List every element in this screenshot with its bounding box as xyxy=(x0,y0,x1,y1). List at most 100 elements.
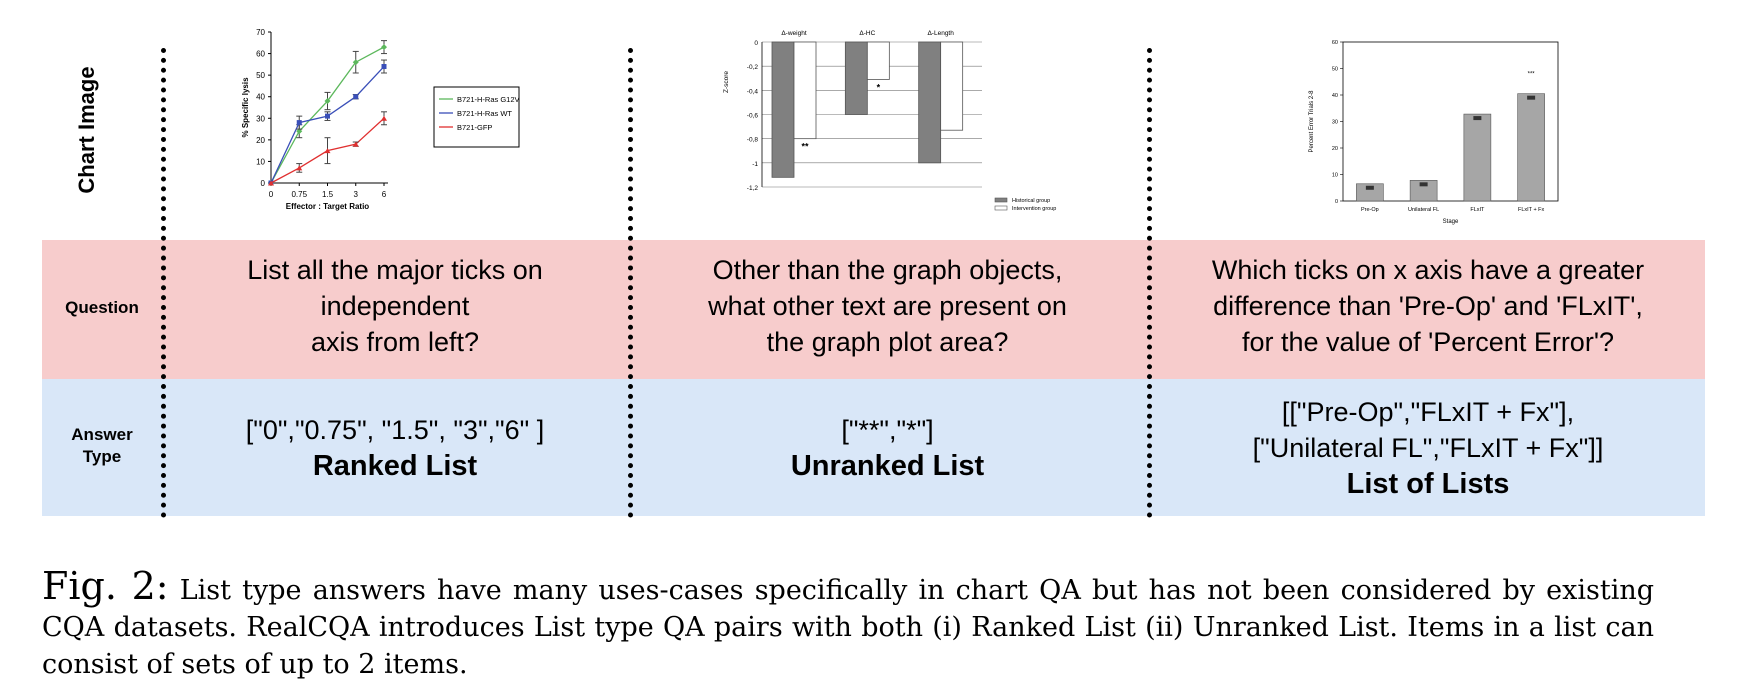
category-label: Δ-HC xyxy=(859,30,875,37)
data-dots xyxy=(1527,95,1536,100)
x-tick-label: 3 xyxy=(354,190,359,199)
data-point xyxy=(381,64,387,70)
chart-image-label: Chart Image xyxy=(74,66,99,194)
answer-cell-1: ["0","0.75", "1.5", "3","6" ] Ranked Lis… xyxy=(170,412,620,484)
answer-1-type: Ranked List xyxy=(312,450,478,482)
question-1-line-1: List all the major ticks on xyxy=(247,255,543,285)
answer-1-value: ["0","0.75", "1.5", "3","6" ] xyxy=(245,415,545,445)
question-2-line-2: what other text are present on xyxy=(708,291,1067,321)
bar xyxy=(1517,93,1545,202)
legend-label: B721-H-Ras G12V xyxy=(457,95,520,104)
x-tick-label: FLxIT + Fx xyxy=(1518,207,1545,213)
answer-type-label: Answer Type xyxy=(42,424,162,468)
data-point xyxy=(352,141,359,147)
x-axis-title: Effector : Target Ratio xyxy=(286,202,370,211)
significance-annotation: ** xyxy=(801,142,809,152)
data-point xyxy=(324,148,331,154)
y-tick-label: 0 xyxy=(1335,199,1338,205)
separator-3 xyxy=(1147,48,1152,518)
bar xyxy=(1409,180,1438,202)
y-tick-label: 20 xyxy=(1332,146,1338,152)
significance-annotation: * xyxy=(877,82,881,92)
significance-annotation: *** xyxy=(1528,72,1536,78)
y-tick-label: 70 xyxy=(256,28,265,37)
category-label: Δ-Length xyxy=(927,30,954,37)
legend-box xyxy=(433,86,520,148)
y-tick-label: 10 xyxy=(1332,173,1338,179)
legend-swatch xyxy=(994,205,1008,211)
question-3-line-3: for the value of 'Percent Error'? xyxy=(1242,327,1614,357)
bar xyxy=(866,41,890,80)
caption-text: List type answers have many uses-cases s… xyxy=(42,575,1654,680)
question-label: Question xyxy=(65,298,139,317)
y-tick-label: 60 xyxy=(1332,40,1338,46)
legend-label: Historical group xyxy=(1012,198,1050,204)
legend-label: Intervention group xyxy=(1012,206,1056,212)
y-axis-title: Z-score xyxy=(723,71,730,93)
legend-swatch xyxy=(994,197,1008,203)
bar xyxy=(918,41,942,164)
legend-label: B721-GFP xyxy=(457,123,492,132)
y-tick-label: -0,2 xyxy=(747,64,759,71)
data-dots xyxy=(1473,116,1482,121)
x-tick-label: Unilateral FL xyxy=(1408,207,1439,213)
chart-bar-zscore: 0-0,2-0,4-0,6-0,8-1-1,2Z-scoreΔ-weight**… xyxy=(723,30,1056,212)
data-dots xyxy=(1365,185,1374,190)
y-tick-label: 50 xyxy=(1332,67,1338,73)
y-tick-label: -1 xyxy=(752,161,758,168)
x-tick-label: 1.5 xyxy=(322,190,334,199)
question-2-line-3: the graph plot area? xyxy=(766,327,1009,357)
question-1-line-3: axis from left? xyxy=(310,327,480,357)
answer-row-band xyxy=(42,379,1705,516)
bar xyxy=(1356,183,1384,202)
question-row-band xyxy=(42,240,1705,379)
bar xyxy=(844,41,868,115)
question-cell-1: List all the major ticks on independent … xyxy=(170,252,620,360)
answer-3-value-line-1: [["Pre-Op","FLxIT + Fx"], xyxy=(1281,397,1575,427)
answer-2-value: ["**","*"] xyxy=(841,415,934,445)
answer-cell-3: [["Pre-Op","FLxIT + Fx"], ["Unilateral F… xyxy=(1158,394,1698,502)
y-tick-label: 30 xyxy=(256,114,265,123)
answer-label-line2: Type xyxy=(82,447,122,466)
data-point xyxy=(296,128,303,135)
legend-label: B721-H-Ras WT xyxy=(457,109,512,118)
question-cell-2: Other than the graph objects, what other… xyxy=(640,252,1135,360)
data-point xyxy=(296,120,302,126)
x-tick-label: 6 xyxy=(382,190,387,199)
x-tick-label: Pre-Op xyxy=(1361,207,1379,213)
data-point xyxy=(296,165,303,171)
question-1-line-2: independent xyxy=(320,291,470,321)
data-point xyxy=(381,115,387,121)
y-tick-label: -0,8 xyxy=(747,137,759,144)
y-tick-label: 40 xyxy=(256,93,265,102)
y-tick-label: 60 xyxy=(256,50,265,59)
y-tick-label: 50 xyxy=(256,71,265,80)
x-tick-label: FLxIT xyxy=(1470,207,1485,213)
y-axis-title: Percent Error Trials 2-8 xyxy=(1309,90,1315,153)
data-point xyxy=(352,59,359,66)
answer-label-line1: Answer xyxy=(71,425,133,444)
separator-2 xyxy=(628,48,633,518)
x-tick-label: 0 xyxy=(269,190,274,199)
y-tick-label: 40 xyxy=(1332,93,1338,99)
y-axis-title: % Specific lysis xyxy=(241,77,250,138)
question-3-line-2: difference than 'Pre-Op' and 'FLxIT', xyxy=(1213,291,1643,321)
data-point xyxy=(325,113,330,119)
answer-3-type: List of Lists xyxy=(1346,468,1510,500)
question-cell-3: Which ticks on x axis have a greater dif… xyxy=(1158,252,1698,360)
answer-cell-2: ["**","*"] Unranked List xyxy=(640,412,1135,484)
data-point xyxy=(381,44,387,51)
data-point xyxy=(353,94,359,100)
bar xyxy=(793,41,817,140)
y-tick-label: 10 xyxy=(256,157,265,166)
y-tick-label: 20 xyxy=(256,136,265,145)
y-tick-label: -1,2 xyxy=(747,185,759,192)
data-point xyxy=(324,98,331,105)
question-2-line-1: Other than the graph objects, xyxy=(712,255,1063,285)
data-point xyxy=(268,180,274,186)
category-label: Δ-weight xyxy=(781,30,806,37)
bar xyxy=(940,41,964,131)
y-tick-label: 30 xyxy=(1332,120,1338,126)
